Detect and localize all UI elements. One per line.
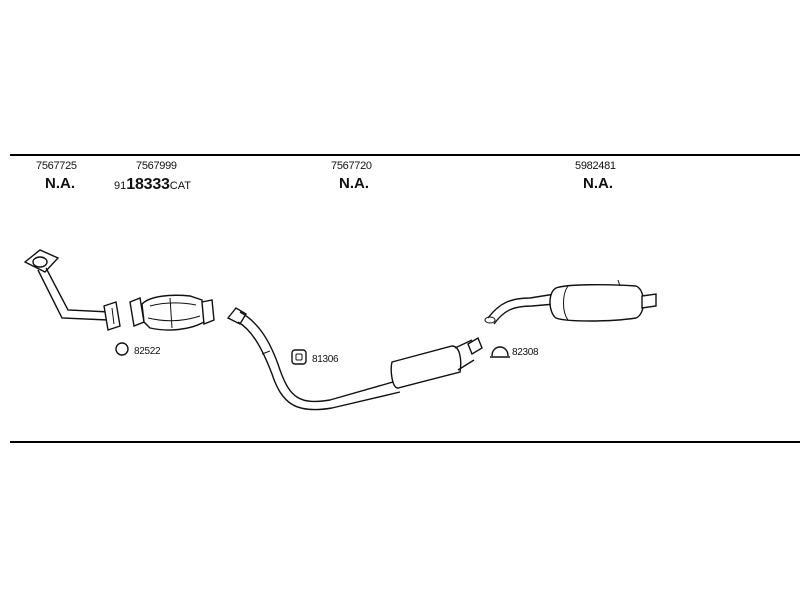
rubber-hanger-icon [291,349,307,365]
ref-gasket-ring: 82522 [134,346,161,357]
u-clamp-icon [490,346,510,358]
middle-silencer-assembly [226,307,483,411]
status-front-pipe: N.A. [45,175,75,192]
part-number-front-pipe: 7567725 [36,160,77,172]
part-number-catalyst: 7567999 [136,160,177,172]
catalyst-code: 9118333CAT [114,176,191,194]
catalyst-code-prefix: 91 [114,180,127,192]
part-number-rear-silencer: 5982481 [575,160,616,172]
catalytic-converter [129,294,215,331]
ref-u-clamp: 82308 [512,347,539,358]
rear-silencer-assembly [484,279,657,325]
catalyst-code-number: 18333 [126,176,170,193]
front-pipe [23,249,121,331]
part-number-middle-silencer: 7567720 [331,160,372,172]
top-divider [10,154,800,156]
status-rear-silencer: N.A. [583,175,613,192]
catalyst-code-suffix: CAT [169,180,191,192]
bottom-divider [10,441,800,443]
ref-rubber-hanger: 81306 [312,354,339,365]
gasket-ring-icon [115,342,129,356]
status-middle-silencer: N.A. [339,175,369,192]
